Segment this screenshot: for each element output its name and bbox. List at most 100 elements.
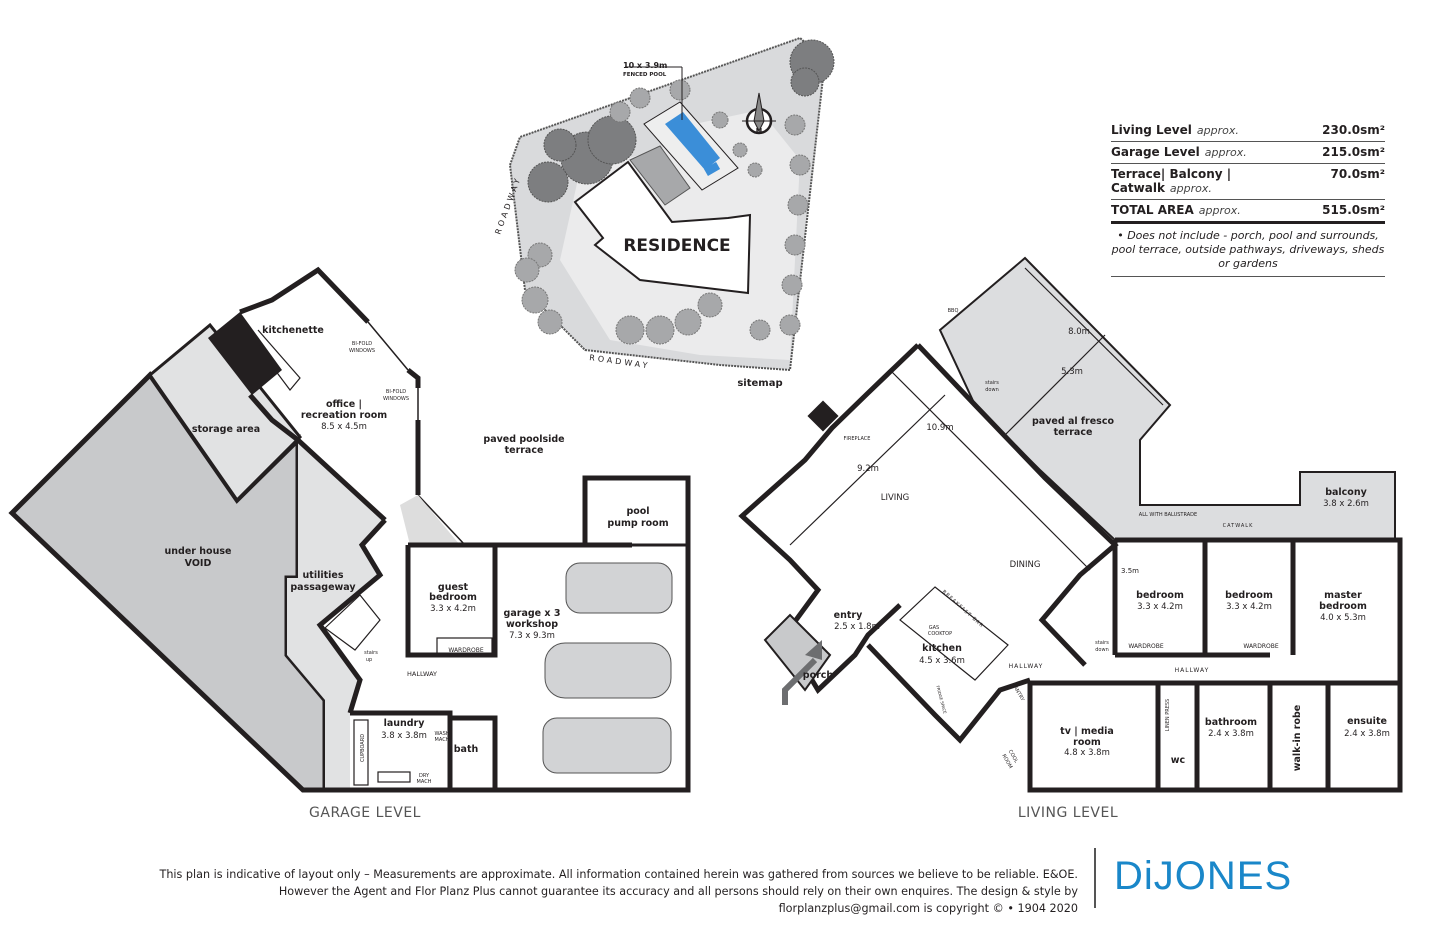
area-label: Living Level xyxy=(1111,123,1192,137)
label-wardrobe-2: WARDROBE xyxy=(1243,643,1279,650)
car-2 xyxy=(544,642,672,699)
guest-bedroom-walls xyxy=(405,542,498,658)
label-bifold-1a: BI-FOLD xyxy=(352,341,372,347)
label-kitchenette: kitchenette xyxy=(262,325,324,336)
living-west-walls xyxy=(738,343,920,694)
spa xyxy=(703,162,721,176)
label-fireplace: FIREPLACE xyxy=(844,436,871,442)
label-hallway-2: HALLWAY xyxy=(1175,667,1210,674)
disclaimer: This plan is indicative of layout only –… xyxy=(159,868,1079,915)
label-guest-dim: 3.3 x 4.2m xyxy=(430,604,476,614)
label-living: LIVING xyxy=(881,493,910,503)
label-bedroom-1: bedroom xyxy=(1136,590,1184,601)
office-walls xyxy=(248,393,387,522)
label-stairs-2: up xyxy=(366,657,372,663)
label-tv-2: room xyxy=(1073,737,1101,748)
label-void: under house xyxy=(165,546,232,557)
label-utilities-2: passageway xyxy=(290,582,356,593)
living-level: 8.0m 5.3m 10.9m 9.2m 3.5m FIREPLACE stai… xyxy=(738,256,1403,821)
label-fridge: FRIDGE SPACE xyxy=(935,685,947,715)
garage-level-title: GARAGE LEVEL xyxy=(309,805,421,821)
label-laundry: laundry xyxy=(384,718,426,729)
compass-letter: N xyxy=(756,127,763,136)
hallway-west xyxy=(316,518,387,714)
label-cooktop: GAS xyxy=(929,625,939,631)
area-qualifier: approx. xyxy=(1198,204,1241,217)
compass-north-icon: N xyxy=(742,92,776,136)
label-laundry-dim: 3.8 x 3.8m xyxy=(381,731,427,741)
area-label: Garage Level xyxy=(1111,145,1200,159)
label-bbq: BBQ xyxy=(948,308,959,314)
car-1 xyxy=(565,562,673,614)
garage-stairs xyxy=(324,594,381,651)
label-bedroom-2-dim: 3.3 x 4.2m xyxy=(1226,602,1272,612)
label-bathroom: bathroom xyxy=(1205,717,1257,728)
porch-arrow-head xyxy=(805,640,822,660)
laundry-walls xyxy=(350,710,453,790)
label-dry: DRY xyxy=(419,773,430,779)
label-balustrade: ALL WITH BALUSTRADE xyxy=(1139,512,1197,518)
shrubs xyxy=(514,79,811,345)
label-garage: garage x 3 xyxy=(504,608,561,619)
area-label: TOTAL AREA xyxy=(1111,203,1194,217)
label-bifold-2b: WINDOWS xyxy=(383,396,409,402)
office-east-wall xyxy=(406,368,421,388)
bath-walls xyxy=(450,715,498,790)
office-north-wall xyxy=(239,266,370,324)
label-kitchen-dim: 4.5 x 3.6m xyxy=(919,656,965,666)
kitchen-walls xyxy=(866,643,1031,744)
label-wardrobe: WARDROBE xyxy=(448,647,484,654)
label-tv-dim: 4.8 x 3.8m xyxy=(1064,748,1110,758)
label-void-2: VOID xyxy=(185,558,212,569)
label-catwalk: CATWALK xyxy=(1223,523,1254,529)
dim-3-5m: 3.5m xyxy=(1121,567,1139,575)
entry-landing xyxy=(400,495,460,545)
dim-9-2m: 9.2m xyxy=(857,464,879,474)
car-3 xyxy=(542,717,672,774)
pool-label: FENCED POOL xyxy=(623,72,667,78)
label-terrace-2: terrace xyxy=(505,445,544,456)
label-entry: entry xyxy=(834,610,863,621)
pool-size: 10 x 3.9m xyxy=(623,61,667,70)
storage-area xyxy=(147,322,303,503)
label-alfresco-2: terrace xyxy=(1054,427,1093,438)
label-alfresco: paved al fresco xyxy=(1032,416,1114,427)
sitemap-title: sitemap xyxy=(737,378,782,389)
area-value: 70.0sm² xyxy=(1330,167,1385,181)
label-utilities: utilities xyxy=(303,570,344,581)
residence-outline xyxy=(573,160,752,295)
label-wir: walk-in robe xyxy=(1292,705,1303,772)
living-level-title: LIVING LEVEL xyxy=(1018,805,1118,821)
label-bifold-2a: BI-FOLD xyxy=(386,389,406,395)
area-qualifier: approx. xyxy=(1169,182,1212,195)
label-bedroom-2: bedroom xyxy=(1225,590,1273,601)
label-kitchen: kitchen xyxy=(922,643,962,654)
label-wc: wc xyxy=(1171,755,1185,766)
garage-level: kitchenette BI-FOLD WINDOWS BI-FOLD WIND… xyxy=(8,266,691,821)
label-wash: WASH xyxy=(434,731,449,737)
label-pantry: PANTRY xyxy=(1010,683,1025,703)
kitchenette-bench xyxy=(257,329,301,391)
label-entry-dim: 2.5 x 1.8m xyxy=(834,622,880,632)
label-dining: DINING xyxy=(1010,560,1041,570)
utilities-passageway xyxy=(287,440,385,790)
area-qualifier: approx. xyxy=(1196,124,1239,137)
glass-door xyxy=(417,494,466,546)
area-label: Terrace| Balcony | Catwalk xyxy=(1111,167,1232,195)
label-cupboard: CUPBOARD xyxy=(360,734,366,762)
residence-label: RESIDENCE xyxy=(623,236,730,256)
label-garage-dim: 7.3 x 9.3m xyxy=(509,631,555,641)
label-storage: storage area xyxy=(192,424,260,435)
dim-living-width xyxy=(789,394,946,546)
label-garage-2: workshop xyxy=(506,619,558,630)
label-ensuite: ensuite xyxy=(1347,716,1387,727)
chimney-block xyxy=(208,312,282,395)
label-bathroom-dim: 2.4 x 3.8m xyxy=(1208,729,1254,739)
wardrobe-box xyxy=(436,637,493,656)
fireplace xyxy=(807,400,839,432)
driveway xyxy=(629,145,691,206)
